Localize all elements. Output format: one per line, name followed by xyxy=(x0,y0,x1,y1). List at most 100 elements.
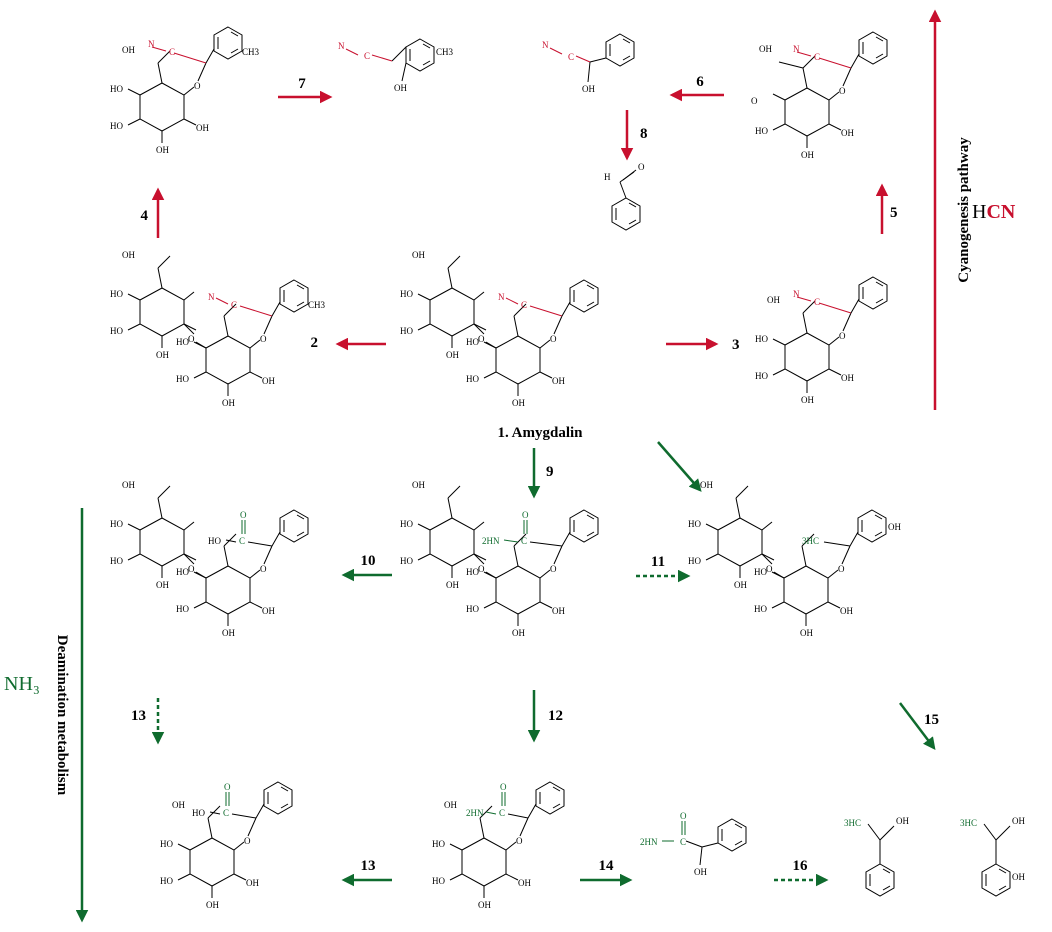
svg-text:OH: OH xyxy=(262,376,275,386)
label-16: 16 xyxy=(793,858,809,874)
compound-amide-monoglucoside: OH HO HO OH OH O C O 2HN xyxy=(432,781,565,910)
svg-text:OH: OH xyxy=(734,580,747,590)
svg-text:HO: HO xyxy=(466,567,479,577)
svg-text:C: C xyxy=(499,808,505,818)
svg-text:HO: HO xyxy=(176,337,189,347)
svg-text:3HC: 3HC xyxy=(844,818,861,828)
arrow-1-to-methyl xyxy=(657,441,702,492)
svg-text:O: O xyxy=(839,331,846,341)
svg-text:OH: OH xyxy=(478,900,491,910)
label-compound-3: 3 xyxy=(732,337,740,353)
compound-phenylethanol: 3HC OH xyxy=(844,816,909,897)
svg-text:OH: OH xyxy=(896,816,909,826)
svg-text:HO: HO xyxy=(400,326,413,336)
compound-2: OH HO HO OH O HO HO OH OH O xyxy=(110,250,275,408)
svg-text:3HC: 3HC xyxy=(802,536,819,546)
label-13-dashed: 13 xyxy=(131,708,146,724)
compound-acid-aglycone: C O HO xyxy=(208,509,309,547)
svg-text:N: N xyxy=(148,39,155,49)
svg-text:O: O xyxy=(478,564,485,574)
svg-text:HO: HO xyxy=(176,567,189,577)
label-14: 14 xyxy=(599,858,615,874)
svg-text:OH: OH xyxy=(840,606,853,616)
svg-text:O: O xyxy=(260,564,267,574)
svg-text:OH: OH xyxy=(512,628,525,638)
svg-text:OH: OH xyxy=(222,628,235,638)
svg-text:HO: HO xyxy=(160,839,173,849)
nh3-gas: NH₃ xyxy=(4,673,40,695)
svg-text:OH: OH xyxy=(700,480,713,490)
label-12: 12 xyxy=(548,708,563,724)
svg-text:OH: OH xyxy=(767,295,780,305)
hcn-gas: HCN xyxy=(972,201,1016,223)
compound-1-amygdalin: OH HO HO OH O HO HO OH OH O xyxy=(400,250,565,408)
svg-text:O: O xyxy=(478,334,485,344)
svg-text:3HC: 3HC xyxy=(960,818,977,828)
svg-text:O: O xyxy=(638,162,645,172)
compound-2-aglycone: C N CH3 xyxy=(208,279,326,317)
compound-4-product: OH HO HO OH OH O C N CH3 xyxy=(110,26,260,155)
label-6: 6 xyxy=(696,74,704,90)
svg-text:2HN: 2HN xyxy=(640,837,658,847)
svg-text:O: O xyxy=(194,81,201,91)
svg-text:C: C xyxy=(568,52,574,62)
compound-5-product: OH O HO OH OH O C N xyxy=(751,31,888,160)
label-5: 5 xyxy=(890,205,898,221)
svg-text:C: C xyxy=(231,300,237,310)
svg-text:O: O xyxy=(550,334,557,344)
svg-text:HO: HO xyxy=(688,556,701,566)
svg-text:O: O xyxy=(751,96,758,106)
svg-text:OH: OH xyxy=(412,480,425,490)
svg-text:C: C xyxy=(364,51,370,61)
svg-text:N: N xyxy=(793,289,800,299)
svg-text:OH: OH xyxy=(582,84,595,94)
svg-text:CH3: CH3 xyxy=(242,47,260,57)
label-15: 15 xyxy=(924,712,939,728)
svg-text:CH3: CH3 xyxy=(308,300,326,310)
svg-text:C: C xyxy=(521,536,527,546)
svg-text:C: C xyxy=(223,808,229,818)
svg-text:OH: OH xyxy=(552,376,565,386)
svg-text:OH: OH xyxy=(1012,816,1025,826)
svg-text:OH: OH xyxy=(518,878,531,888)
svg-text:HO: HO xyxy=(688,519,701,529)
svg-text:OH: OH xyxy=(394,83,407,93)
svg-text:HO: HO xyxy=(400,519,413,529)
svg-text:HO: HO xyxy=(400,289,413,299)
compound-methyl-aglycone: 3HC OH xyxy=(802,509,901,547)
compound-hydroxyphenylethanol: 3HC OH OH xyxy=(960,816,1025,897)
cyanogenesis-title: Cyanogenesis pathway xyxy=(956,137,972,283)
svg-text:HO: HO xyxy=(466,337,479,347)
compound-mandelonitrile: C N OH xyxy=(542,33,635,94)
svg-text:O: O xyxy=(839,86,846,96)
svg-text:OH: OH xyxy=(222,398,235,408)
svg-text:O: O xyxy=(522,510,529,520)
svg-text:HO: HO xyxy=(400,556,413,566)
svg-text:OH: OH xyxy=(156,580,169,590)
hcn-cn: CN xyxy=(986,201,1015,223)
svg-text:HO: HO xyxy=(160,876,173,886)
svg-text:OH: OH xyxy=(122,45,135,55)
svg-text:OH: OH xyxy=(1012,872,1025,882)
svg-text:OH: OH xyxy=(412,250,425,260)
label-4: 4 xyxy=(141,208,149,224)
svg-text:HO: HO xyxy=(466,374,479,384)
svg-text:HO: HO xyxy=(432,876,445,886)
arrow-15 xyxy=(899,702,936,750)
svg-text:OH: OH xyxy=(694,867,707,877)
svg-text:OH: OH xyxy=(156,145,169,155)
svg-text:HO: HO xyxy=(110,326,123,336)
compound-mandelamide: C O 2HN OH xyxy=(640,811,747,877)
svg-text:HO: HO xyxy=(176,374,189,384)
label-7: 7 xyxy=(298,76,306,92)
svg-text:OH: OH xyxy=(552,606,565,616)
compound-methyl: OH HO HO OH O HO HO OH OH O xyxy=(688,480,853,638)
svg-text:OH: OH xyxy=(512,398,525,408)
svg-text:2HN: 2HN xyxy=(482,536,500,546)
svg-text:OH: OH xyxy=(262,606,275,616)
svg-text:OH: OH xyxy=(156,350,169,360)
compound-1-aglycone: C N xyxy=(498,279,599,317)
label-8: 8 xyxy=(640,126,648,142)
label-10: 10 xyxy=(361,553,376,569)
